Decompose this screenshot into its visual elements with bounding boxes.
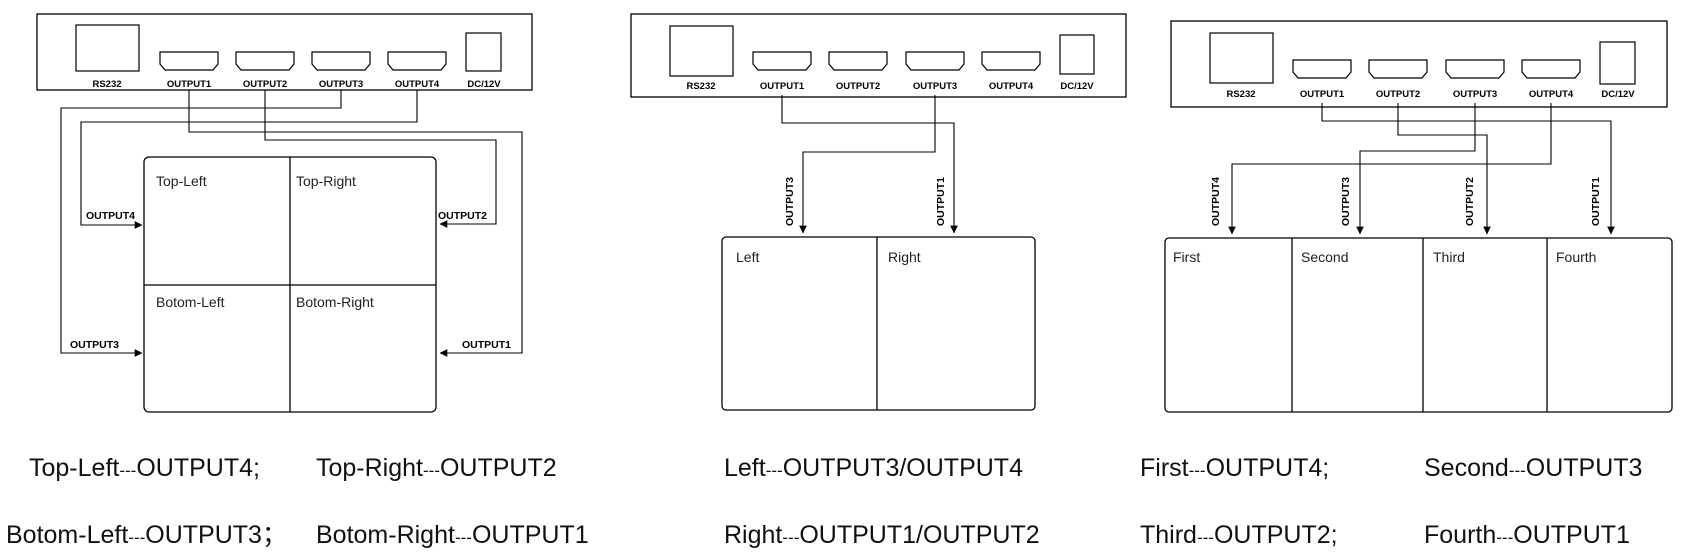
wires-quad: OUTPUT4 OUTPUT2 OUTPUT3 OUTPUT1 [60,90,523,357]
cell-label-fourth: Fourth [1556,249,1596,265]
caption-four: First---OUTPUT4;Second---OUTPUT3 Third--… [1140,454,1642,549]
caption-line: Botom-Left---OUTPUT3；Botom-Right---OUTPU… [6,521,589,549]
wire-output3 [799,95,936,234]
cell-label-left: Left [736,249,759,265]
wire-output1 [1321,103,1615,235]
hdmi-port-icon [981,51,1041,71]
wire-output3 [60,90,342,357]
caption-dual: Left---OUTPUT3/OUTPUT4 Right---OUTPUT1/O… [724,454,1040,549]
wire-label-second: OUTPUT3 [1340,177,1352,226]
hdmi-port-icon [159,51,219,71]
wires-four: OUTPUT4 OUTPUT3 OUTPUT2 OUTPUT1 [1210,103,1615,235]
port-label: OUTPUT3 [319,79,363,90]
device-body [1170,20,1668,108]
display-wall-four: First Second Third Fourth [1164,237,1673,413]
dc-power-port-icon [1599,41,1636,85]
wire-label-top-right: OUTPUT2 [438,210,487,222]
display-wall-quad: Top-Left Top-Right Botom-Left Botom-Righ… [143,156,437,413]
rs232-port-icon [669,25,734,77]
cell-label-right: Right [888,249,921,265]
cell-label-second: Second [1301,249,1348,265]
wire-label-third: OUTPUT2 [1464,177,1476,226]
rs232-port-icon [75,24,140,72]
device-body [630,13,1127,98]
wire-output2 [1397,103,1491,235]
wire-label-bottom-right: OUTPUT1 [462,339,511,351]
port-label: OUTPUT1 [1300,89,1345,100]
hdmi-port-icon [1368,59,1428,79]
wire-output3 [1356,103,1476,235]
cell-label-third: Third [1433,249,1465,265]
hdmi-port-icon [1445,59,1505,79]
splitter-device-dual: RS232 OUTPUT1 OUTPUT2 OUTPUT3 OUTPUT4 DC… [630,13,1127,98]
caption-line: Right---OUTPUT1/OUTPUT2 [724,521,1040,549]
port-label: OUTPUT2 [1376,89,1420,100]
hdmi-port-icon [1292,59,1352,79]
wire-output2 [264,90,497,228]
hdmi-port-icon [1521,59,1581,79]
device-body [36,13,533,91]
dc-power-port-icon [465,32,502,72]
dual-diagram: RS232 OUTPUT1 OUTPUT2 OUTPUT3 OUTPUT4 DC… [630,13,1127,549]
caption-line: Top-Left---OUTPUT4;Top-Right---OUTPUT2 [29,454,557,482]
cell-label-bottom-left: Botom-Left [156,294,225,310]
port-label: OUTPUT4 [395,79,440,90]
caption-line: Third---OUTPUT2;Fourth---OUTPUT1 [1140,521,1630,549]
port-label: OUTPUT2 [243,79,287,90]
port-label: OUTPUT4 [1529,89,1574,100]
port-label: OUTPUT3 [1453,89,1497,100]
rs232-port-icon [1209,32,1274,84]
hdmi-port-icon [828,51,888,71]
hdmi-port-icon [311,51,371,71]
hdmi-port-icon [235,51,295,71]
wire-output4 [80,90,418,229]
dc-power-port-icon [1059,34,1095,75]
port-label: DC/12V [1060,81,1094,92]
wire-output1 [188,90,523,357]
quad-diagram: RS232 OUTPUT1 OUTPUT2 OUTPUT3 OUTPUT4 DC… [6,13,589,549]
wire-output1 [781,95,958,234]
hdmi-port-icon [905,51,965,71]
wire-label-fourth: OUTPUT1 [1590,177,1602,226]
hdmi-port-icon [387,51,447,71]
caption-line: First---OUTPUT4;Second---OUTPUT3 [1140,454,1642,482]
wire-label-left: OUTPUT3 [784,177,796,226]
caption-quad: Top-Left---OUTPUT4;Top-Right---OUTPUT2 B… [6,454,589,549]
port-label: RS232 [686,81,715,92]
cell-label-bottom-right: Botom-Right [296,294,374,310]
port-label: OUTPUT4 [989,81,1034,92]
cell-label-top-left: Top-Left [156,173,207,189]
display-wall-dual: Left Right [721,236,1036,411]
caption-line: Left---OUTPUT3/OUTPUT4 [724,454,1023,482]
port-label: DC/12V [467,79,501,90]
cell-label-top-right: Top-Right [296,173,356,189]
display-wall [721,236,1036,411]
port-label: DC/12V [1601,89,1635,100]
display-wall [1164,237,1673,413]
port-label: OUTPUT2 [836,81,880,92]
four-diagram: RS232 OUTPUT1 OUTPUT2 OUTPUT3 OUTPUT4 DC… [1140,20,1673,549]
splitter-device-four: RS232 OUTPUT1 OUTPUT2 OUTPUT3 OUTPUT4 DC… [1170,20,1668,108]
splitter-device-quad: RS232 OUTPUT1 OUTPUT2 OUTPUT3 OUTPUT4 DC… [36,13,533,91]
wire-label-top-left: OUTPUT4 [86,210,135,222]
wire-label-first: OUTPUT4 [1210,177,1222,226]
port-label: OUTPUT1 [760,81,805,92]
port-label: OUTPUT3 [913,81,957,92]
wire-label-right: OUTPUT1 [935,177,947,226]
wire-label-bottom-left: OUTPUT3 [70,339,119,351]
cell-label-first: First [1173,249,1200,265]
port-label: RS232 [1226,89,1255,100]
wires-dual: OUTPUT3 OUTPUT1 [781,95,958,234]
hdmi-port-icon [752,51,812,71]
port-label: OUTPUT1 [167,79,212,90]
wire-output4 [1228,103,1552,235]
port-label: RS232 [92,79,121,90]
